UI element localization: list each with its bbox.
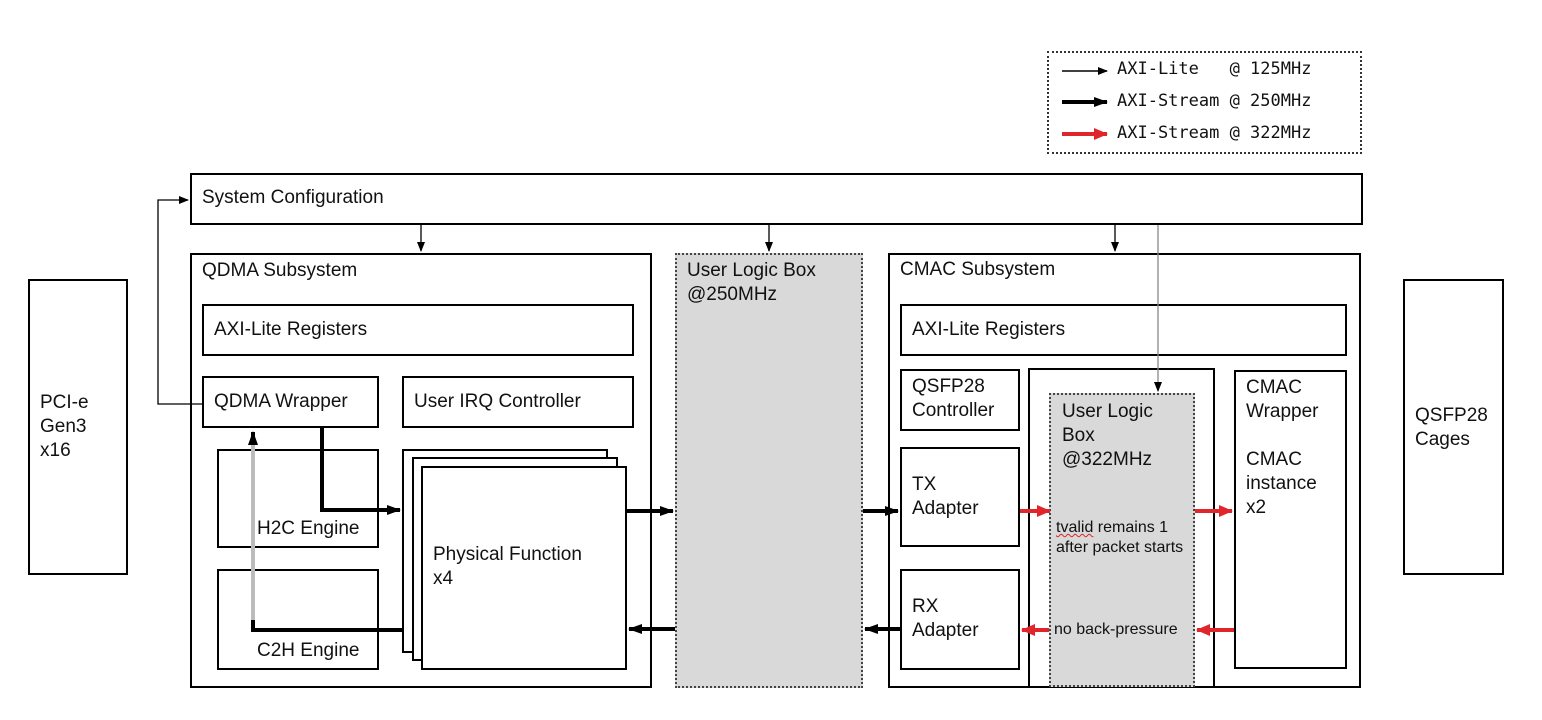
user-logic-box-322 [1049, 393, 1195, 687]
user-irq-label: User IRQ Controller [414, 391, 581, 412]
arrow-c2h-to-wrapper [248, 431, 404, 632]
legend-label-axis322: AXI-Stream @ 322MHz [1117, 123, 1312, 143]
h2c-engine [217, 449, 379, 548]
cmac-axil-label: AXI-Lite Registers [912, 319, 1066, 340]
rx-adapter-label: RX Adapter [912, 596, 979, 641]
system-config-block [190, 173, 1363, 225]
cmac-axil-registers [900, 304, 1347, 356]
physical-function [421, 466, 627, 670]
physical-function-label: Physical Function x4 [433, 544, 582, 589]
user-logic-box-322-label: User Logic Box @322MHz [1062, 401, 1153, 470]
qdma-axil-label: AXI-Lite Registers [214, 319, 368, 340]
tx-adapter [900, 447, 1020, 547]
qsfp-cages-label: QSFP28 Cages [1415, 405, 1488, 450]
tx-adapter-label: TX Adapter [912, 474, 979, 519]
arrow-h2c-to-pf [320, 428, 401, 515]
legend-label-axilite: AXI-Lite @ 125MHz [1117, 59, 1312, 79]
user-logic-box-250-label: User Logic Box @250MHz [687, 260, 816, 305]
qdma-axil-registers [202, 304, 634, 356]
qsfp28-controller [900, 369, 1020, 431]
qdma-subsystem-label: QDMA Subsystem [202, 260, 358, 281]
user-logic-box-250 [675, 253, 863, 688]
c2h-engine [217, 569, 379, 670]
user-irq-controller [402, 376, 634, 428]
cmac-instance-label: CMAC instance x2 [1246, 449, 1317, 518]
system-config-label: System Configuration [202, 187, 384, 208]
cmac-subsystem-label: CMAC Subsystem [900, 259, 1056, 280]
tvalid-rest: remains 1 after packet starts [1056, 519, 1184, 556]
tvalid-annotation: tvalid remains 1 after packet starts [1056, 498, 1183, 558]
qdma-wrapper [202, 376, 379, 428]
qsfp-cages-block [1403, 279, 1504, 575]
pcie-label: PCI-e Gen3 x16 [40, 392, 89, 461]
c2h-label: C2H Engine [257, 640, 360, 661]
h2c-label: H2C Engine [257, 518, 360, 539]
rx-adapter [900, 569, 1020, 670]
legend-label-axis250: AXI-Stream @ 250MHz [1117, 91, 1312, 111]
cmac-wrapper-label: CMAC Wrapper [1246, 377, 1319, 422]
no-backpressure-annotation: no back-pressure [1054, 621, 1178, 638]
pcie-block [28, 279, 128, 575]
arrow-wrapper-to-sysconfig [157, 196, 202, 405]
cmac-wrapper [1234, 370, 1347, 669]
qsfp28-controller-label: QSFP28 Controller [912, 376, 995, 421]
tvalid-word: tvalid [1056, 519, 1094, 536]
qdma-wrapper-label: QDMA Wrapper [214, 391, 348, 412]
